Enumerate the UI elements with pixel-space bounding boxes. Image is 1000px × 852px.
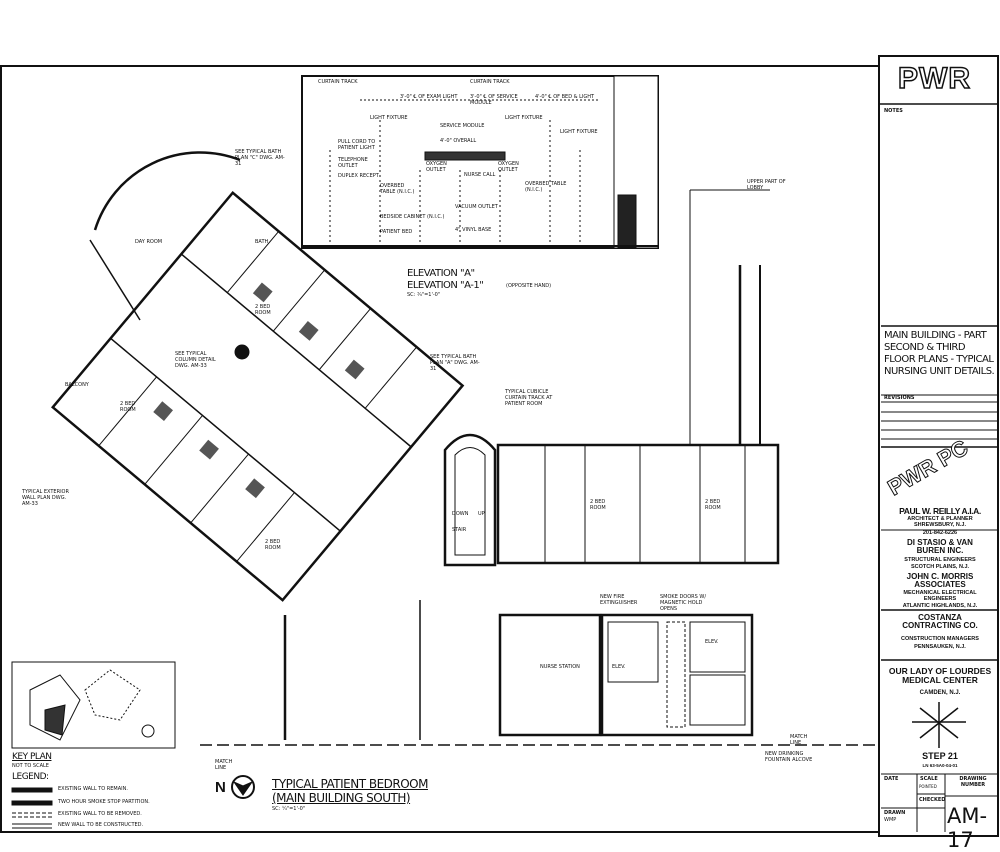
architect-role: ARCHITECT & PLANNER	[907, 516, 973, 522]
legend-item: EXISTING WALL TO REMAIN.	[58, 786, 128, 792]
pwr-logo: PWR	[897, 61, 971, 96]
room-label: NURSE STATION	[540, 664, 580, 670]
elevation-label: OXYGEN OUTLET	[426, 161, 447, 173]
elevation-a1-note: (OPPOSITE HAND)	[506, 283, 552, 289]
mep-location: ATLANTIC HIGHLANDS, N.J.	[902, 603, 978, 609]
plan-note: SMOKE DOORS W/ MAGNETIC HOLD OPENS	[660, 594, 707, 612]
contractor-name: COSTANZA CONTRACTING CO.	[902, 613, 978, 631]
client-location: CAMDEN, N.J.	[919, 690, 961, 696]
room-label: 2 BED ROOM	[590, 499, 606, 511]
room-label: DOWN	[452, 511, 469, 517]
title-block-border	[878, 55, 999, 837]
floor-plan	[11, 151, 966, 829]
elevation-label: OXYGEN OUTLET	[498, 161, 519, 173]
plan-title: TYPICAL PATIENT BEDROOM	[272, 777, 428, 791]
room-label: 2 BED ROOM	[255, 304, 271, 316]
structural-role: STRUCTURAL ENGINEERS	[904, 557, 976, 563]
project-number: LN 63-5A0-04-01	[922, 763, 958, 768]
elevation-scale: SC: ¾"=1'-0"	[407, 292, 441, 298]
room-label: 2 BED ROOM	[120, 401, 136, 413]
room-label: BATH	[255, 239, 269, 245]
plan-note: NEW DRINKING FOUNTAIN ALCOVE	[765, 751, 813, 763]
elevation-label: 4'-0" ℄ OF BED & LIGHT	[535, 94, 595, 100]
room-label: DAY ROOM	[135, 239, 163, 245]
structural-name: DI STASIO & VAN BUREN INC.	[907, 538, 973, 556]
north-label: N	[215, 779, 226, 796]
room-label: UP	[478, 511, 485, 517]
drawn-label: DRAWN	[884, 810, 906, 816]
elevation-label: TELEPHONE OUTLET	[338, 157, 368, 169]
structural-location: SCOTCH PLAINS, N.J.	[910, 564, 970, 570]
plan-subtitle: (MAIN BUILDING SOUTH)	[272, 791, 411, 805]
elevation-label: OVERBED TABLE (N.I.C.)	[380, 183, 415, 195]
plan-scale: SC: ¼"=1'-0"	[272, 806, 306, 812]
plan-note: SEE TYPICAL BATH PLAN "A" DWG. AM-31	[430, 354, 480, 372]
client-name: OUR LADY OF LOURDES MEDICAL CENTER	[888, 666, 992, 685]
architect-name: PAUL W. REILLY A.I.A.	[899, 506, 981, 516]
elevation-label: 4'-0" OVERALL	[440, 138, 477, 144]
room-label: ELEV.	[612, 664, 626, 670]
room-label: ELEV.	[705, 639, 719, 645]
elevation-label: LIGHT FIXTURE	[370, 115, 408, 121]
elevation-label: NURSE CALL	[464, 172, 496, 178]
room-label: MATCH LINE	[790, 734, 808, 746]
notes-label: NOTES	[884, 108, 903, 114]
elevation-label: 3'-0" ℄ OF SERVICE MODULE	[470, 94, 518, 106]
room-label: 2 BED ROOM	[265, 539, 281, 551]
elevation-label: VACUUM OUTLET	[455, 204, 498, 210]
room-label: UPPER PART OF LOBBY	[747, 179, 786, 191]
elevation-a-title: ELEVATION "A"	[407, 268, 475, 279]
elevation-label: LIGHT FIXTURE	[560, 129, 598, 135]
room-label: MATCH LINE	[215, 759, 233, 771]
scale-value: POINTED	[919, 784, 937, 789]
drawing-number: AM-17	[947, 804, 988, 852]
architect-phone: 201-842-6226	[922, 530, 958, 536]
elevation-label: CURTAIN TRACK	[318, 79, 358, 85]
contractor-location: PENNSAUKEN, N.J.	[914, 644, 966, 650]
elevation-label: SERVICE MODULE	[440, 123, 485, 129]
legend-item: TWO HOUR SMOKE STOP PARTITION.	[58, 799, 150, 805]
elevation-label: BEDSIDE CABINET (N.I.C.)	[380, 214, 445, 220]
elevation-label: LIGHT FIXTURE	[505, 115, 543, 121]
date-label: DATE	[884, 776, 899, 782]
legend-item: NEW WALL TO BE CONSTRUCTED.	[58, 822, 144, 828]
plan-note: TYPICAL EXTERIOR WALL PLAN DWG. AM-33	[22, 489, 69, 507]
elevation-label: PATIENT BED	[380, 229, 413, 235]
elevation-label: OVERBED TABLE (N.I.C.)	[525, 181, 567, 193]
plan-note: NEW FIRE EXTINGUISHER	[600, 594, 638, 606]
scale-label: SCALE	[920, 776, 938, 782]
elevation-a1-title: ELEVATION "A-1"	[407, 280, 484, 291]
step-number: STEP 21	[922, 751, 958, 761]
architect-location: SHREWSBURY, N.J.	[913, 522, 967, 528]
elevation-drawing	[301, 75, 659, 249]
elevation-label: 4" VINYL BASE	[455, 227, 492, 233]
drawing-number-label: DRAWING NUMBER	[959, 776, 987, 788]
elevation-label: CURTAIN TRACK	[470, 79, 510, 85]
plan-note: SEE TYPICAL BATH PLAN "C" DWG. AM-31	[235, 149, 285, 167]
drawn-value: WMP	[884, 817, 897, 823]
revisions-label: REVISIONS	[884, 395, 915, 401]
cross-seal	[912, 702, 966, 748]
room-label: STAIR	[452, 527, 467, 533]
mep-name: JOHN C. MORRIS ASSOCIATES	[906, 572, 974, 590]
contractor-role: CONSTRUCTION MANAGERS	[901, 636, 979, 642]
key-plan-subtitle: NOT TO SCALE	[12, 763, 49, 769]
elevation-label: DUPLEX RECEPT	[338, 173, 379, 179]
room-label: BALCONY	[65, 382, 89, 388]
legend-title: LEGEND:	[12, 772, 49, 782]
plan-note: SEE TYPICAL COLUMN DETAIL DWG. AM-33	[175, 351, 216, 369]
elevation-label: PULL CORD TO PATIENT LIGHT	[338, 139, 376, 151]
sheet-title: MAIN BUILDING - PART SECOND & THIRD FLOO…	[884, 330, 995, 377]
key-plan-title: KEY PLAN	[12, 752, 52, 762]
plan-note: TYPICAL CUBICLE CURTAIN TRACK AT PATIENT…	[505, 389, 553, 407]
elevation-label: 3'-0" ℄ OF EXAM LIGHT	[400, 94, 458, 100]
room-label: 2 BED ROOM	[705, 499, 721, 511]
legend-item: EXISTING WALL TO BE REMOVED.	[58, 811, 142, 817]
checked-label: CHECKED	[919, 797, 946, 803]
mep-role: MECHANICAL ELECTRICAL ENGINEERS	[903, 590, 977, 602]
